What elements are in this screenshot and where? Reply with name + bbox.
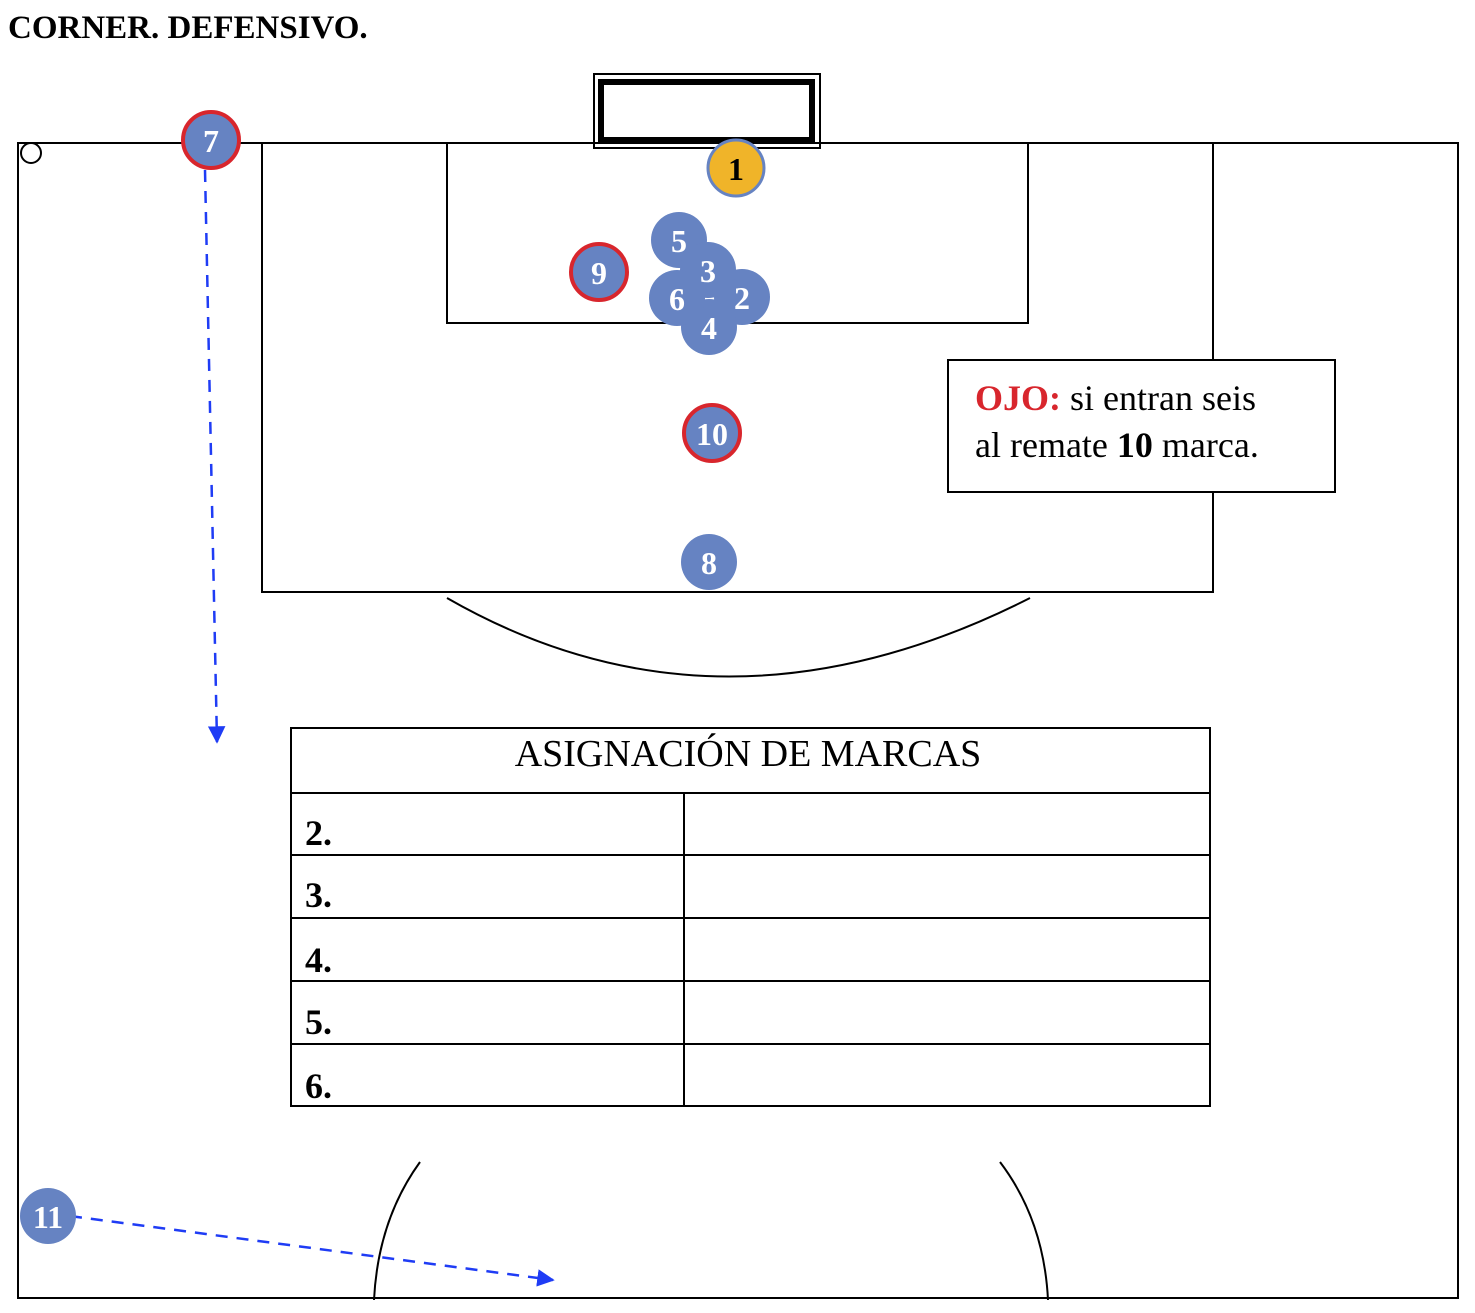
svg-text:6: 6 (669, 281, 685, 317)
svg-text:3: 3 (700, 253, 716, 289)
note-box (947, 359, 1336, 493)
note-line-2-pre: al remate (975, 425, 1117, 465)
player-token-6: 6 (649, 270, 705, 326)
svg-text:11: 11 (33, 1199, 63, 1235)
page-title: CORNER. DEFENSIVO. (8, 10, 368, 46)
goal-inner (598, 79, 815, 143)
player-token-8: 8 (681, 534, 737, 590)
movement-arrow-7 (203, 169, 226, 744)
note-line-2: al remate 10 marca. (975, 425, 1259, 465)
svg-text:7: 7 (203, 123, 219, 159)
svg-text:5: 5 (671, 223, 687, 259)
center-circle-right-arc (999, 1161, 1049, 1301)
table-row-label: 6. (305, 1066, 332, 1106)
movement-arrow-11 (69, 1214, 555, 1287)
marking-table: ASIGNACIÓN DE MARCAS 2. 3. 4. 5. 6. (290, 727, 1211, 1107)
center-circle-left-arc (373, 1161, 421, 1301)
note-line-1-text: si entran seis (1061, 378, 1256, 418)
table-row-label: 4. (305, 940, 332, 980)
player-token-7: 7 (181, 110, 241, 170)
svg-text:9: 9 (591, 255, 607, 291)
svg-text:1: 1 (728, 151, 744, 187)
note-line-2-bold: 10 (1117, 425, 1153, 465)
penalty-arc (446, 597, 1031, 678)
player-token-10: 10 (682, 403, 742, 463)
table-row-label: 3. (305, 875, 332, 915)
note-prefix: OJO: (975, 378, 1061, 418)
svg-text:2: 2 (734, 280, 750, 316)
corner-mark (20, 142, 42, 164)
note-line-1: OJO: si entran seis (975, 378, 1256, 418)
player-token-9: 9 (569, 242, 629, 302)
marking-table-header: ASIGNACIÓN DE MARCAS (515, 733, 982, 775)
svg-text:8: 8 (701, 545, 717, 581)
player-token-11: 11 (20, 1188, 76, 1244)
note-line-2-post: marca. (1153, 425, 1259, 465)
svg-text:10: 10 (696, 416, 728, 452)
table-row-label: 2. (305, 813, 332, 853)
player-token-1: 1 (706, 138, 766, 198)
table-row-label: 5. (305, 1002, 332, 1042)
svg-text:4: 4 (701, 310, 717, 346)
